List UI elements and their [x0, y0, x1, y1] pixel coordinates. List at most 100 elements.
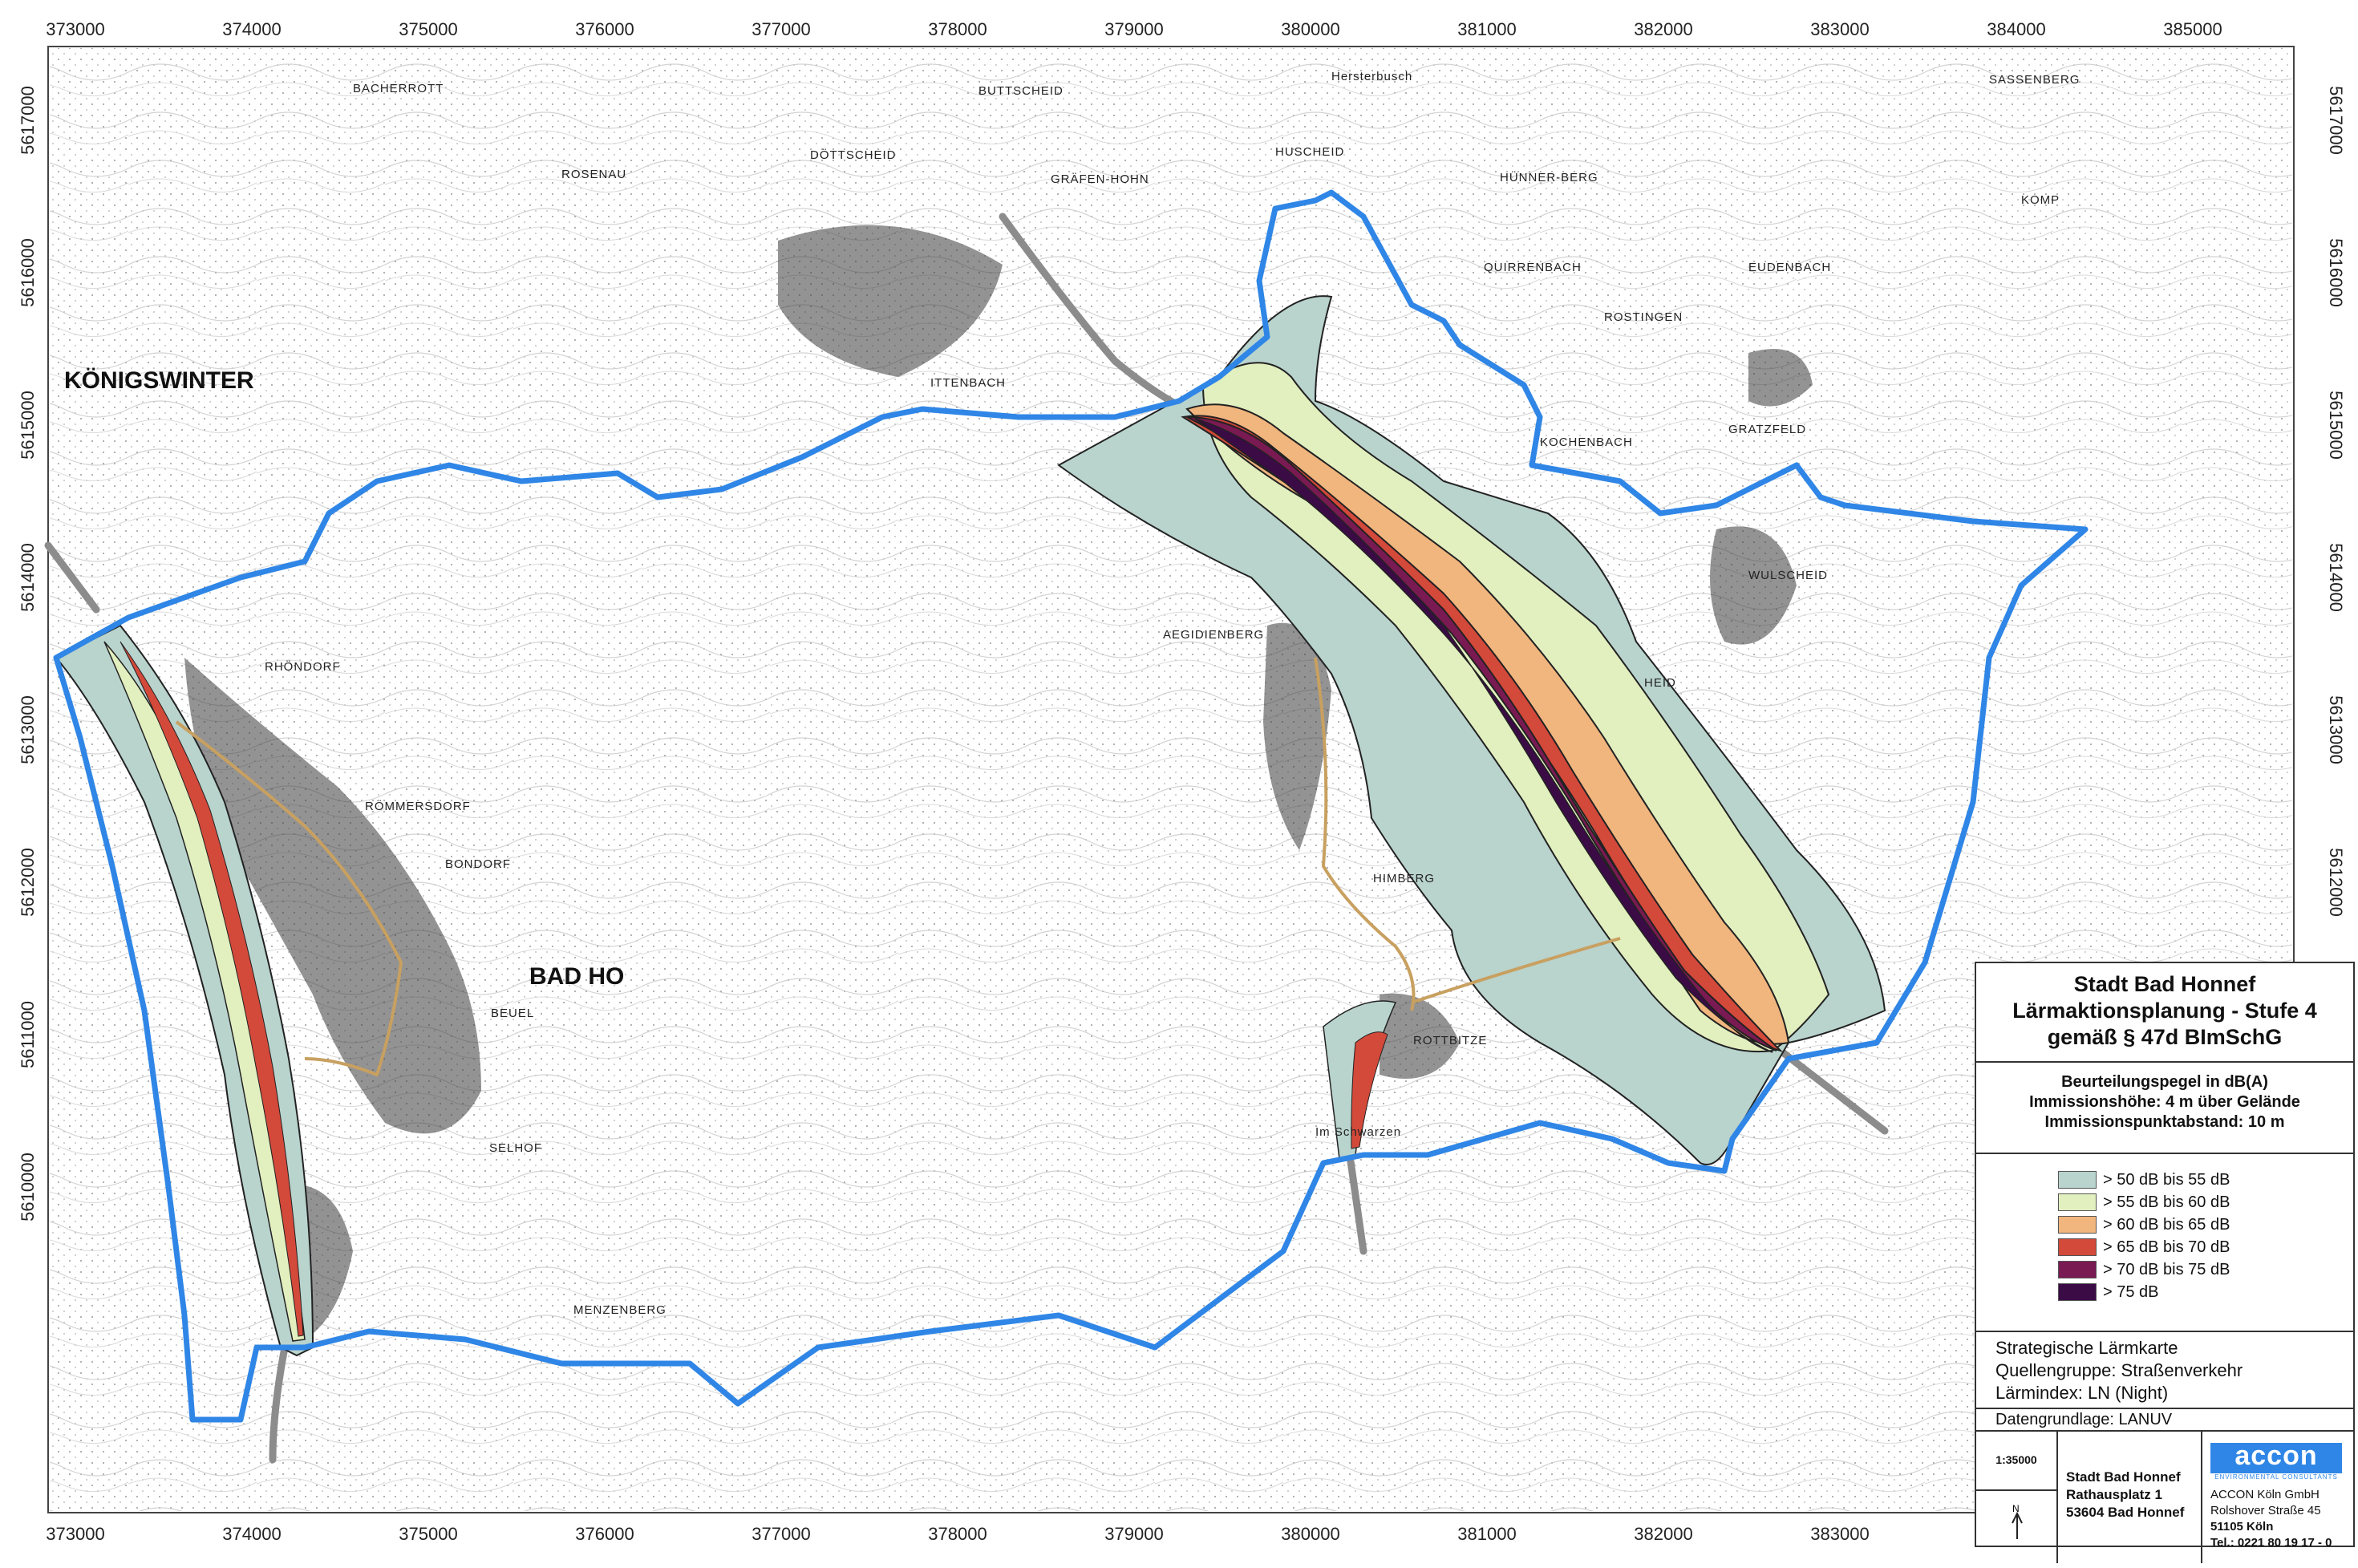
label-im-schwarzen: Im Schwarzen	[1315, 1125, 1401, 1139]
noise-bands-b42	[55, 624, 1397, 1357]
company-line-3: 51105 Köln	[2210, 1520, 2274, 1534]
x-tick-label-top: 381000	[1457, 19, 1516, 39]
legend-class-row: > 55 dB bis 60 dB	[1976, 1191, 2353, 1213]
label-koenigswinter: KÖNIGSWINTER	[64, 367, 254, 394]
label-selhof: SELHOF	[489, 1141, 542, 1155]
x-tick-label-top: 383000	[1810, 19, 1869, 39]
roads	[175, 657, 1621, 1077]
label-rhondorf: RHÖNDORF	[265, 659, 341, 674]
x-tick-label-top: 382000	[1634, 19, 1692, 39]
legend-swatch	[2058, 1261, 2097, 1278]
label-beuel: BEUEL	[491, 1007, 534, 1020]
company-address: ACCON Köln GmbH Rolshover Straße 45 5110…	[2202, 1481, 2353, 1551]
legend-sub-2: Immissionshöhe: 4 m über Gelände	[2029, 1093, 2300, 1111]
x-tick-label-top: 379000	[1104, 19, 1163, 39]
legend-class-label: > 75 dB	[2103, 1282, 2159, 1301]
y-tick-label-right: 5617000	[2326, 86, 2346, 155]
legend-class-row: > 75 dB	[1976, 1281, 2353, 1303]
x-tick-label-top: 375000	[399, 19, 457, 39]
legend-sub-1: Beurteilungspegel in dB(A)	[2061, 1073, 2268, 1091]
north-arrow-icon: N	[2012, 1503, 2023, 1539]
legend-class-row: > 70 dB bis 75 dB	[1976, 1258, 2353, 1281]
client-block: Stadt Bad Honnef Rathausplatz 1 53604 Ba…	[2058, 1432, 2202, 1563]
label-aegidienberg: AEGIDIENBERG	[1163, 628, 1264, 642]
label-bacherrott: BACHERROTT	[353, 82, 444, 95]
x-tick-label-bottom: 375000	[399, 1524, 457, 1544]
client-line-3: 53604 Bad Honnef	[2066, 1505, 2185, 1520]
label-buttscheid: BUTTSCHEID	[978, 84, 1064, 98]
label-heid: HEID	[1644, 676, 1676, 690]
y-tick-label-left: 5614000	[18, 543, 38, 612]
scale-label: 1:35000	[1976, 1432, 2058, 1491]
north-arrow-box: N	[1976, 1491, 2058, 1563]
legend-class-row: > 50 dB bis 55 dB	[1976, 1169, 2353, 1191]
legend-info-2: Quellengruppe: Straßenverkehr	[1995, 1360, 2243, 1380]
label-huscheid: HUSCHEID	[1275, 145, 1344, 159]
company-line-4: Tel.: 0221 80 19 17 - 0	[2210, 1536, 2332, 1550]
x-tick-label-bottom: 377000	[752, 1524, 810, 1544]
x-tick-label-bottom: 383000	[1810, 1524, 1869, 1544]
x-tick-label-bottom: 379000	[1104, 1524, 1163, 1544]
label-himberg: HIMBERG	[1373, 872, 1435, 885]
y-tick-label-left: 5610000	[18, 1153, 38, 1222]
x-tick-label-top: 384000	[1987, 19, 2045, 39]
label-bondorf: BONDORF	[445, 857, 511, 871]
legend-subtitle-block: Beurteilungspegel in dB(A) Immissionshöh…	[1976, 1063, 2353, 1154]
label-ittenbach: ITTENBACH	[930, 376, 1006, 390]
legend-class-label: > 60 dB bis 65 dB	[2103, 1215, 2230, 1234]
legend-class-label: > 65 dB bis 70 dB	[2103, 1238, 2230, 1256]
legend-data-basis: Datengrundlage: LANUV	[1976, 1409, 2353, 1432]
x-tick-label-top: 376000	[575, 19, 634, 39]
legend-class-label: > 70 dB bis 75 dB	[2103, 1260, 2230, 1278]
legend-class-label: > 55 dB bis 60 dB	[2103, 1193, 2230, 1211]
legend-swatch	[2058, 1283, 2097, 1301]
y-tick-label-left: 5611000	[18, 1001, 38, 1068]
label-hunnerberg: HÜNNER-BERG	[1500, 170, 1598, 184]
legend-title-block: Stadt Bad Honnef Lärmaktionsplanung - St…	[1976, 963, 2353, 1063]
legend-class-row: > 60 dB bis 65 dB	[1976, 1213, 2353, 1236]
label-menzenberg: MENZENBERG	[573, 1303, 666, 1317]
label-wulscheid: WULSCHEID	[1748, 569, 1828, 582]
client-line-2: Rathausplatz 1	[2066, 1487, 2162, 1502]
company-line-2: Rolshover Straße 45	[2210, 1504, 2321, 1517]
y-tick-label-left: 5617000	[18, 86, 38, 155]
x-tick-label-bottom: 374000	[222, 1524, 281, 1544]
municipal-boundary	[53, 189, 2089, 1423]
accon-logo-subtitle: ENVIRONMENTAL CONSULTANTS	[2214, 1473, 2338, 1481]
place-labels: KÖNIGSWINTER BAD HO BACHERROTT BUTTSCHEI…	[64, 70, 2079, 1317]
label-komp: KOMP	[2021, 193, 2060, 207]
label-graefenhohn: GRÄFEN-HOHN	[1051, 172, 1149, 186]
x-tick-label-top: 380000	[1281, 19, 1339, 39]
y-tick-label-right: 5616000	[2326, 238, 2346, 307]
label-kochenbach: KOCHENBACH	[1540, 436, 1633, 449]
label-hersterbusch: Hersterbusch	[1331, 70, 1412, 83]
legend-info-1: Strategische Lärmkarte	[1995, 1338, 2178, 1358]
client-line-1: Stadt Bad Honnef	[2066, 1469, 2181, 1485]
contour-lines	[50, 48, 2292, 1511]
legend-title-1: Stadt Bad Honnef	[2073, 972, 2256, 996]
label-rommersdorf: RÖMMERSDORF	[365, 799, 471, 813]
y-tick-label-right: 5615000	[2326, 391, 2346, 460]
company-line-1: ACCON Köln GmbH	[2210, 1488, 2320, 1501]
legend-swatch	[2058, 1171, 2097, 1189]
y-axis-ticks-right: 5617000561600056150005614000561300056120…	[2326, 86, 2346, 917]
label-dottscheid: DÖTTSCHEID	[810, 148, 897, 162]
legend-info-block: Strategische Lärmkarte Quellengruppe: St…	[1976, 1332, 2353, 1409]
label-rosenau: ROSENAU	[561, 168, 626, 181]
x-tick-label-bottom: 380000	[1281, 1524, 1339, 1544]
label-bad-honnef: BAD HO	[529, 963, 624, 990]
x-tick-label-bottom: 378000	[928, 1524, 987, 1544]
x-tick-label-bottom: 373000	[46, 1524, 104, 1544]
label-gratzfeld: GRATZFELD	[1728, 423, 1806, 436]
x-tick-label-top: 374000	[222, 19, 281, 39]
x-tick-label-bottom: 382000	[1634, 1524, 1692, 1544]
legend-swatch	[2058, 1216, 2097, 1234]
y-tick-label-right: 5613000	[2326, 695, 2346, 764]
y-tick-label-left: 5612000	[18, 848, 38, 917]
legend-sub-3: Immissionspunktabstand: 10 m	[2044, 1113, 2285, 1131]
label-rottbitze: ROTTBITZE	[1413, 1034, 1487, 1047]
map-legend: Stadt Bad Honnef Lärmaktionsplanung - St…	[1975, 962, 2355, 1563]
x-tick-label-top: 377000	[752, 19, 810, 39]
